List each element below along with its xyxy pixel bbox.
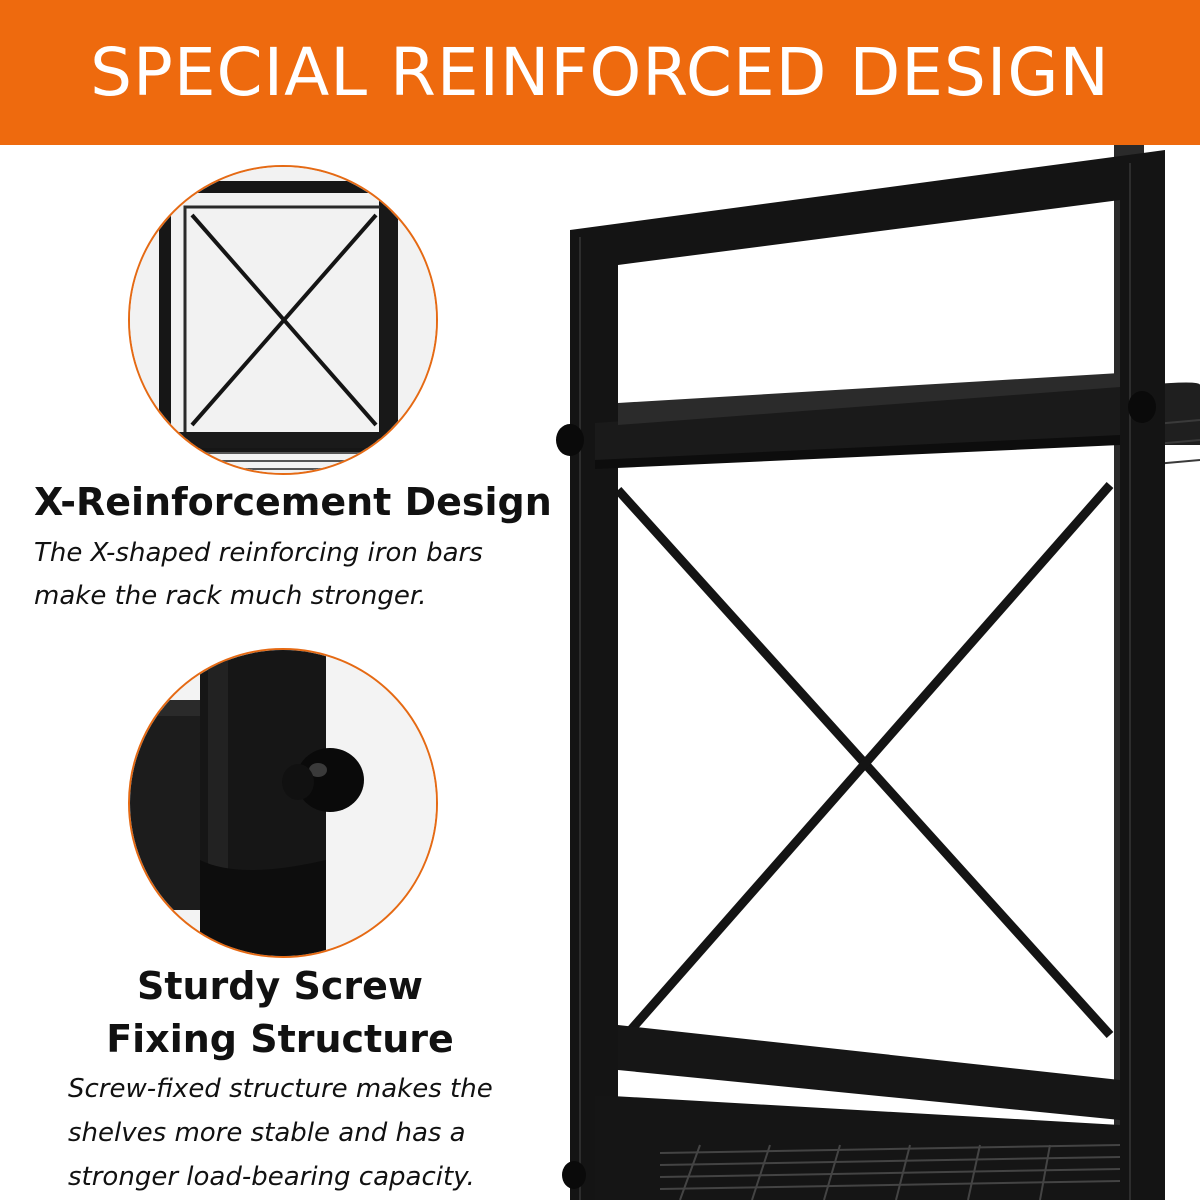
feature-description-line: The X-shaped reinforcing iron bars: [34, 538, 483, 568]
screw-detail-image: [128, 648, 438, 958]
feature-heading-screw-line1: Sturdy Screw: [136, 964, 424, 1008]
feature-description-line: make the rack much stronger.: [34, 581, 427, 611]
feature-heading-screw-line2: Fixing Structure: [106, 1017, 454, 1061]
feature-description-line: shelves more stable and has a: [68, 1118, 466, 1148]
rack-product-image: [556, 145, 1200, 1200]
feature-description-line: stronger load-bearing capacity.: [68, 1162, 475, 1192]
x-brace-detail-image: [128, 165, 438, 475]
feature-heading-x-reinforcement: X-Reinforcement Design: [34, 480, 552, 524]
header-banner: SPECIAL REINFORCED DESIGN: [0, 0, 1200, 145]
feature-description-line: Screw-fixed structure makes the: [68, 1074, 493, 1104]
banner-title: SPECIAL REINFORCED DESIGN: [90, 34, 1110, 111]
